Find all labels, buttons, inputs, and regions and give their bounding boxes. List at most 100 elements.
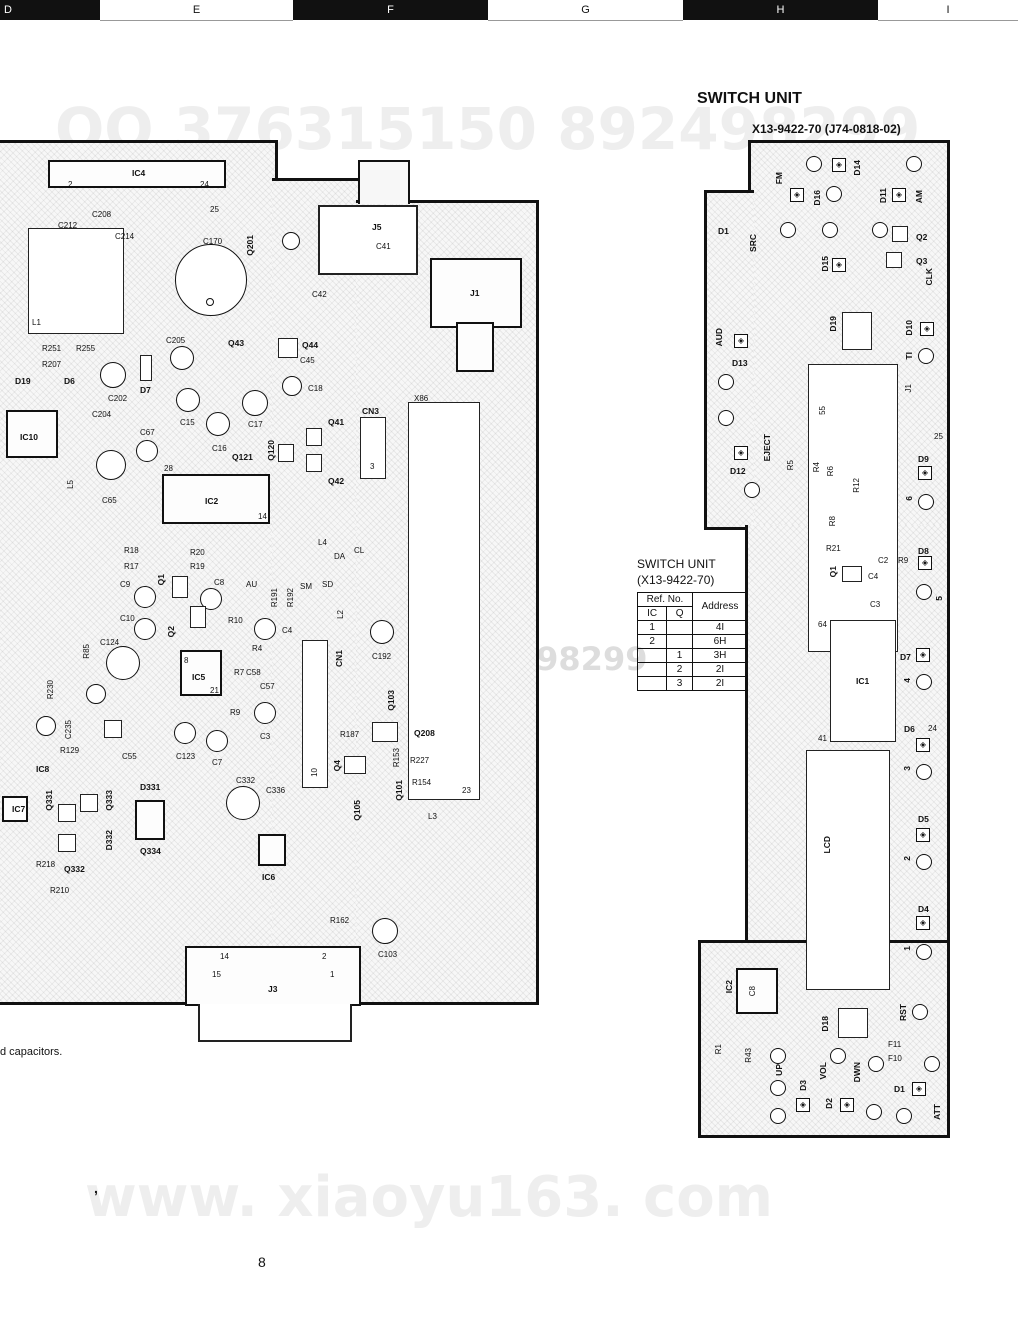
pin-label: 1 xyxy=(902,946,912,951)
component-label: C67 xyxy=(140,428,155,437)
ic2-chip xyxy=(162,474,270,524)
component-label: C9 xyxy=(120,580,131,589)
component-label: Q1 xyxy=(828,566,838,578)
c15-capacitor xyxy=(176,388,200,412)
pin-label: 28 xyxy=(164,464,173,473)
column-label: E xyxy=(192,4,201,16)
component-label: R129 xyxy=(60,746,80,755)
button-label-aud: AUD xyxy=(714,328,724,347)
ic2-chip xyxy=(736,968,778,1014)
component-label: D331 xyxy=(140,782,161,792)
cell-address: 2I xyxy=(691,676,749,691)
switch-pad xyxy=(770,1048,786,1064)
q201-pad xyxy=(282,232,300,250)
component-label: R9 xyxy=(898,556,909,565)
column-label: F xyxy=(387,4,394,16)
c67-capacitor xyxy=(136,440,158,462)
ref-table-heading-line2: (X13-9422-70) xyxy=(637,573,715,587)
component-label: R9 xyxy=(230,708,241,717)
d7-body xyxy=(140,355,152,381)
q41-body xyxy=(306,428,322,446)
component-label: CN1 xyxy=(334,650,344,668)
d16-diode: ◈ xyxy=(790,188,804,202)
switch-pad xyxy=(780,222,796,238)
c17-capacitor xyxy=(242,390,268,416)
button-label-dwn: DWN xyxy=(852,1062,862,1083)
component-label: C10 xyxy=(120,614,135,623)
cn3-connector xyxy=(360,417,386,479)
component-label: D14 xyxy=(852,160,862,176)
col-ref: Ref. No. xyxy=(637,592,693,607)
lcd-strip xyxy=(806,750,890,990)
c9-capacitor xyxy=(134,586,156,608)
component-label: R4 xyxy=(812,462,821,473)
component-label: C103 xyxy=(378,950,398,959)
j5-connector xyxy=(318,205,418,275)
component-label: R17 xyxy=(124,562,139,571)
q334-chip xyxy=(135,800,165,840)
button-label-ti: TI xyxy=(904,352,914,360)
component-label: D7 xyxy=(900,652,911,662)
switch-board-left-tab xyxy=(704,190,754,530)
component-label: Q332 xyxy=(64,864,85,874)
d11-diode: ◈ xyxy=(892,188,906,202)
component-label: C332 xyxy=(236,776,256,785)
component-label: J1 xyxy=(904,384,913,393)
c16-capacitor xyxy=(206,412,230,436)
q331-body xyxy=(58,804,76,822)
pin-label: 3 xyxy=(902,766,912,771)
d9-diode: ◈ xyxy=(918,466,932,480)
col-q: Q xyxy=(666,606,693,621)
component-label: R153 xyxy=(392,748,401,768)
switch-pad xyxy=(866,1104,882,1120)
component-label: R5 xyxy=(786,460,795,471)
component-label: Q120 xyxy=(266,440,276,461)
component-label: R162 xyxy=(330,916,350,925)
c205-capacitor xyxy=(170,346,194,370)
button-label-clk: CLK xyxy=(924,268,934,286)
c8-capacitor xyxy=(200,588,222,610)
component-label: C55 xyxy=(122,752,137,761)
switch-pad xyxy=(872,222,888,238)
board-outline-mid xyxy=(272,178,362,1005)
ic5-chip xyxy=(180,650,222,696)
switch-pad xyxy=(916,584,932,600)
switch-pad xyxy=(826,186,842,202)
pin-label: 4 xyxy=(902,678,912,683)
component-label: D13 xyxy=(732,358,748,368)
component-label: C3 xyxy=(260,732,271,741)
component-label: R255 xyxy=(76,344,96,353)
component-label: IC8 xyxy=(36,764,50,774)
component-label: D1 xyxy=(894,1084,905,1094)
component-label: C205 xyxy=(166,336,186,345)
board-tab xyxy=(358,160,410,204)
component-label: D11 xyxy=(878,188,888,204)
c123-capacitor xyxy=(174,722,196,744)
pin-label: 10 xyxy=(310,768,319,777)
pin-label: 1 xyxy=(330,970,335,979)
component-label: C4 xyxy=(282,626,293,635)
component-label: Q42 xyxy=(328,476,345,486)
component-label: R191 xyxy=(270,588,279,608)
signal-label: AU xyxy=(246,580,258,589)
pin-label: 24 xyxy=(200,180,209,189)
button-label-am: AM xyxy=(914,190,924,204)
column-label: G xyxy=(581,4,590,16)
c332-capacitor xyxy=(226,786,260,820)
component-label: Q333 xyxy=(104,790,114,811)
cell-ic xyxy=(636,648,668,663)
component-label: R7 xyxy=(234,668,245,677)
component-label: R18 xyxy=(124,546,139,555)
d19-body xyxy=(842,312,872,350)
ic1-chip xyxy=(830,620,896,742)
component-label: R192 xyxy=(286,588,295,608)
component-label: C15 xyxy=(180,418,195,427)
d4-diode: ◈ xyxy=(916,916,930,930)
d5-diode: ◈ xyxy=(916,828,930,842)
component-label: Q44 xyxy=(302,340,319,350)
l1-shield xyxy=(28,228,124,334)
component-label: IC2 xyxy=(205,496,219,506)
q2-body xyxy=(892,226,908,242)
component-label: Q101 xyxy=(394,780,404,801)
